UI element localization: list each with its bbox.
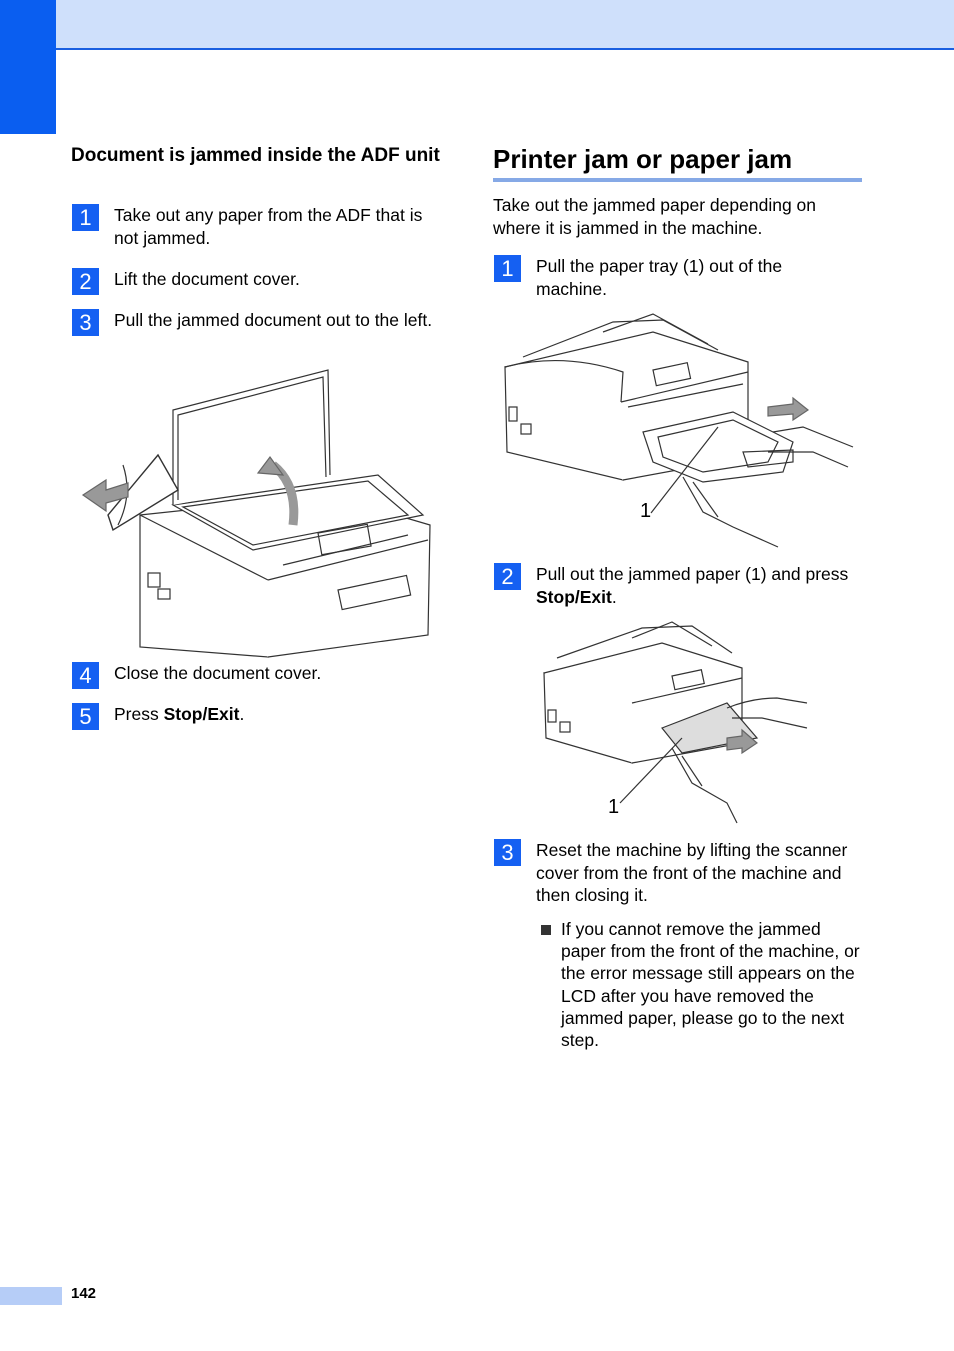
left-step-4: 4 Close the document cover. bbox=[72, 662, 442, 689]
step-text-prefix: Press bbox=[114, 704, 164, 724]
key-name-stop-exit: Stop/Exit bbox=[536, 586, 612, 607]
step-number-badge: 3 bbox=[494, 839, 521, 866]
key-name-stop-exit: Stop/Exit bbox=[163, 704, 240, 724]
step-text: Take out any paper from the ADF that is … bbox=[114, 205, 423, 248]
step-text: Press Stop/Exit. bbox=[114, 703, 244, 726]
figure-adf-jam bbox=[78, 365, 434, 660]
left-step-1: 1 Take out any paper from the ADF that i… bbox=[72, 204, 442, 249]
bullet-item: If you cannot remove the jammed paper fr… bbox=[541, 918, 863, 1051]
callout-tray-1: 1 bbox=[640, 500, 652, 522]
step-text-prefix: Pull out the jammed paper (1) and press bbox=[536, 564, 849, 584]
section-heading-adf: Document is jammed inside the ADF unit bbox=[71, 145, 440, 166]
left-step-5: 5 Press Stop/Exit. bbox=[72, 703, 442, 730]
page-number: 142 bbox=[71, 1285, 97, 1302]
step-text: Reset the machine by lifting the scanner… bbox=[536, 840, 848, 905]
step-text: Pull the paper tray (1) out of the machi… bbox=[536, 256, 783, 299]
page-number-tab bbox=[0, 1287, 62, 1305]
callout-paper-1: 1 bbox=[608, 796, 620, 818]
step-text: Close the document cover. bbox=[114, 663, 322, 683]
figure-pull-paper bbox=[542, 618, 812, 828]
step-number-badge: 1 bbox=[494, 255, 521, 282]
step-text: Pull the jammed document out to the left… bbox=[114, 310, 433, 330]
left-step-2: 2 Lift the document cover. bbox=[72, 268, 442, 295]
step-text-suffix: . bbox=[239, 704, 245, 724]
step-number-badge: 4 bbox=[72, 662, 99, 689]
step-text: Pull out the jammed paper (1) and press … bbox=[536, 563, 861, 608]
step-number-badge: 2 bbox=[494, 563, 521, 590]
section-heading-printer-jam: Printer jam or paper jam bbox=[493, 144, 793, 174]
chapter-tab bbox=[0, 0, 56, 134]
step-number-badge: 3 bbox=[72, 309, 99, 336]
header-rule bbox=[56, 48, 954, 50]
step-text-suffix: . bbox=[611, 586, 617, 607]
intro-paragraph: Take out the jammed paper depending on w… bbox=[493, 195, 817, 238]
step-text: Lift the document cover. bbox=[114, 269, 300, 289]
header-band bbox=[0, 0, 954, 49]
figure-pull-tray bbox=[503, 312, 855, 548]
square-bullet-icon bbox=[541, 925, 551, 935]
step-number-badge: 1 bbox=[72, 204, 99, 231]
right-step-1: 1 Pull the paper tray (1) out of the mac… bbox=[494, 255, 864, 300]
step-number-badge: 2 bbox=[72, 268, 99, 295]
heading-rule bbox=[493, 178, 862, 182]
bullet-text: If you cannot remove the jammed paper fr… bbox=[561, 919, 860, 1051]
left-step-3: 3 Pull the jammed document out to the le… bbox=[72, 309, 442, 336]
step-number-badge: 5 bbox=[72, 703, 99, 730]
right-step-2: 2 Pull out the jammed paper (1) and pres… bbox=[494, 563, 864, 608]
right-step-3: 3 Reset the machine by lifting the scann… bbox=[494, 839, 864, 907]
